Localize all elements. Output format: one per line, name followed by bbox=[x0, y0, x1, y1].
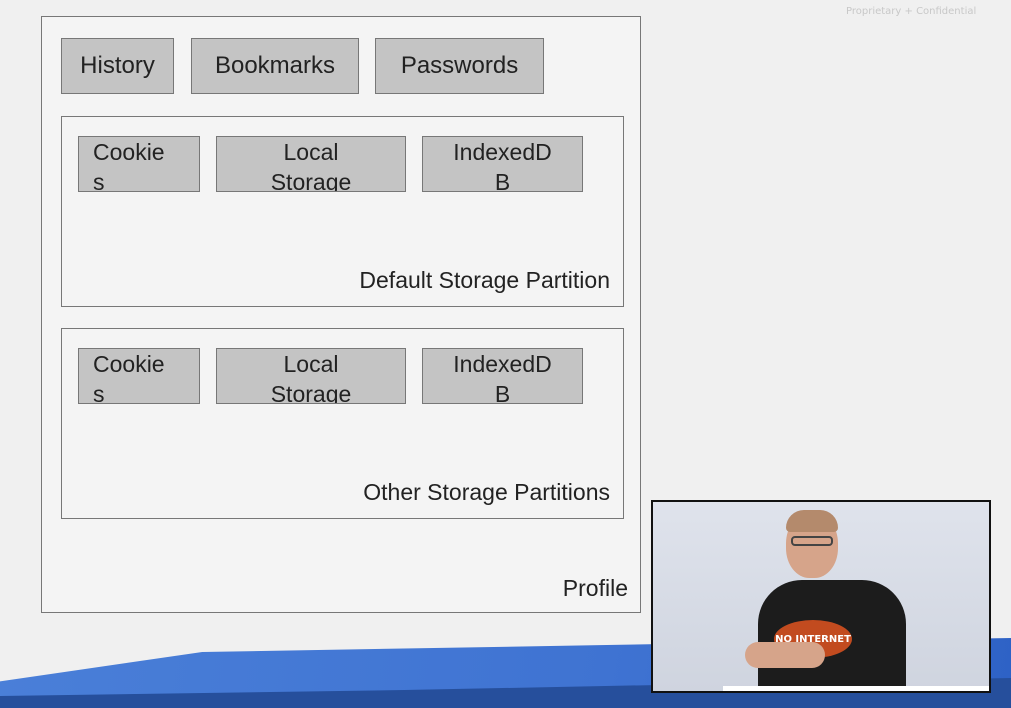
passwords-box: Passwords bbox=[375, 38, 544, 94]
partition-label: Other Storage Partitions bbox=[363, 479, 610, 505]
cookies-box: Cookie s bbox=[78, 136, 200, 192]
podium-edge bbox=[723, 686, 989, 691]
speaker-hair bbox=[786, 510, 838, 532]
local-storage-label: Local Storage bbox=[270, 139, 352, 192]
local-storage-label: Local Storage bbox=[270, 351, 352, 404]
other-storage-partitions: Cookie s Local Storage IndexedD B Other … bbox=[61, 328, 624, 519]
partition-label: Default Storage Partition bbox=[359, 267, 610, 293]
confidential-label: Proprietary + Confidential bbox=[846, 6, 977, 17]
profile-box: History Bookmarks Passwords Cookie s Loc… bbox=[41, 16, 641, 613]
local-storage-box: Local Storage bbox=[216, 348, 406, 404]
indexeddb-box: IndexedD B bbox=[422, 348, 583, 404]
indexeddb-box: IndexedD B bbox=[422, 136, 583, 192]
speaker-arm bbox=[745, 642, 825, 668]
cookies-label: Cookie s bbox=[93, 351, 165, 404]
indexeddb-label: IndexedD B bbox=[453, 139, 552, 192]
cookies-label: Cookie s bbox=[93, 139, 165, 192]
glasses-icon bbox=[791, 536, 833, 546]
local-storage-box: Local Storage bbox=[216, 136, 406, 192]
default-storage-partition: Cookie s Local Storage IndexedD B Defaul… bbox=[61, 116, 624, 307]
history-box: History bbox=[61, 38, 174, 94]
cookies-box: Cookie s bbox=[78, 348, 200, 404]
indexeddb-label: IndexedD B bbox=[453, 351, 552, 404]
speaker-video: NO INTERNET bbox=[651, 500, 991, 693]
bookmarks-box: Bookmarks bbox=[191, 38, 359, 94]
profile-label: Profile bbox=[562, 575, 628, 601]
